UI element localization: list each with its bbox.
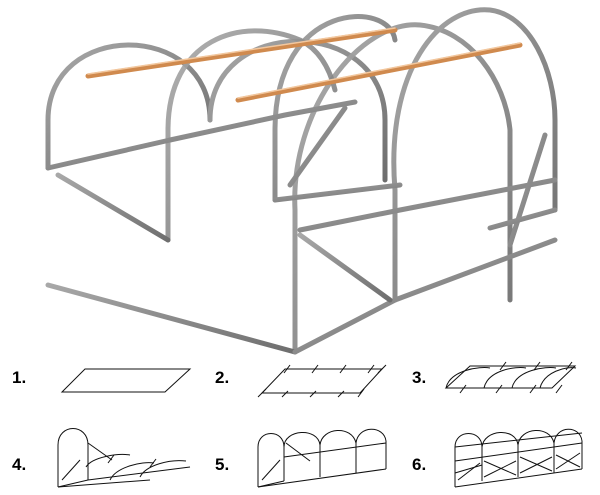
- assembly-step-3: 3.: [400, 358, 600, 426]
- assembly-step-6: 6.: [400, 425, 600, 493]
- step-1-base-frame-sketch: [60, 368, 192, 393]
- assembly-step-4: 4.: [0, 425, 200, 493]
- step-5-all-arches-upright-sketch: [257, 428, 387, 488]
- step-number: 1.: [12, 368, 27, 387]
- step-4-first-arch-upright-sketch: [57, 428, 191, 488]
- step-number: 3.: [412, 368, 427, 387]
- top-crossbars: [85, 27, 523, 103]
- step-3-arches-laid-sketch: [444, 361, 577, 394]
- assembly-step-5: 5.: [200, 425, 400, 493]
- assembly-step-2: 2.: [200, 358, 400, 426]
- step-number: 2.: [215, 368, 230, 387]
- step-6-braces-installed-sketch: [454, 428, 583, 488]
- frame-tubes: [45, 7, 558, 355]
- step-number: 4.: [12, 455, 27, 474]
- assembly-step-1: 1.: [0, 358, 200, 426]
- step-number: 6.: [412, 455, 427, 474]
- greenhouse-frame-illustration: [45, 7, 558, 355]
- crossbar-highlight: [87, 27, 521, 99]
- step-number: 5.: [215, 455, 230, 474]
- step-2-base-with-pegs-sketch: [257, 364, 387, 398]
